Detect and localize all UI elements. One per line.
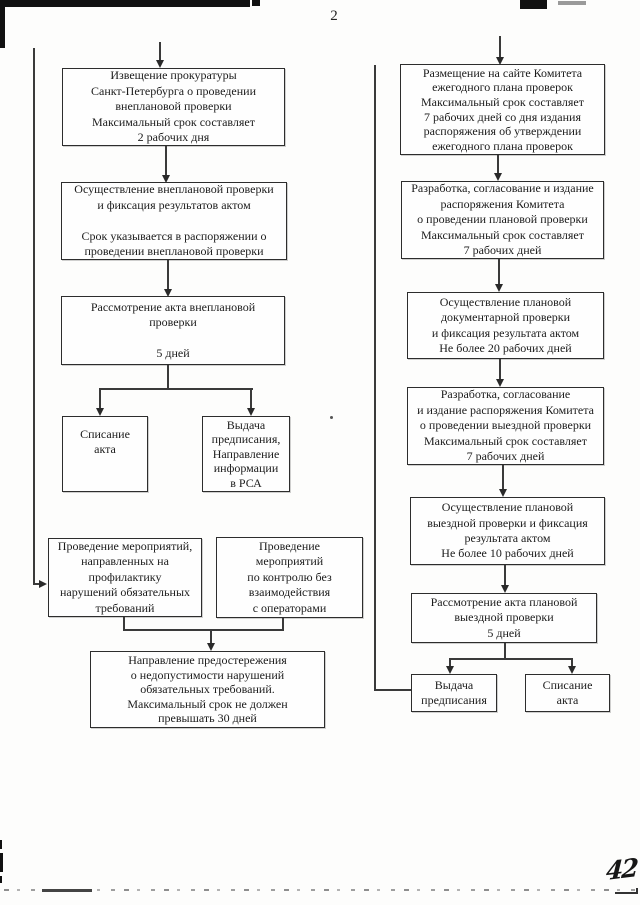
box-text: Списание акта xyxy=(80,427,130,457)
box-text: Разработка, согласование и издание распо… xyxy=(411,181,594,258)
box-text: Рассмотрение акта внеплановой проверки 5… xyxy=(90,299,256,360)
scan-mark-bl-2 xyxy=(0,853,3,872)
box-text: Осуществление плановой документарной про… xyxy=(431,294,580,355)
box-documentary-check: Осуществление плановой документарной про… xyxy=(407,292,604,359)
box-review-field-act: Рассмотрение акта плановой выездной пров… xyxy=(411,593,597,643)
connector-right-long xyxy=(374,65,376,691)
scan-mark-bl-3 xyxy=(0,876,2,883)
connector-r6-branch-stem xyxy=(504,643,506,660)
connector-left-entry xyxy=(159,42,161,60)
scan-mark-bottom-dark xyxy=(42,889,92,892)
connector-merge-stem xyxy=(210,629,212,644)
scan-edge-top-4 xyxy=(558,1,586,5)
connector-r1-r2 xyxy=(497,155,499,174)
box-control-no-interaction: Проведение мероприятий по контролю без в… xyxy=(216,537,363,618)
connector-r4-r5 xyxy=(502,465,504,490)
scan-edge-left xyxy=(0,0,5,48)
connector-merge-bar xyxy=(123,629,284,631)
scan-mark-bl-1 xyxy=(0,840,2,849)
connector-right-long-elbow xyxy=(374,689,411,691)
connector-branch-l5 xyxy=(250,388,252,408)
connector-left-long-elbow xyxy=(33,583,41,585)
connector-l2-l3 xyxy=(167,260,169,289)
arrowhead-down-icon xyxy=(207,643,215,651)
box-unscheduled-check: Осуществление внеплановой проверки и фик… xyxy=(61,182,287,260)
box-preventive-measures: Проведение мероприятий, направленных на … xyxy=(48,538,202,617)
connector-branch-r8 xyxy=(571,658,573,667)
scan-mark-br-tick xyxy=(636,888,638,894)
box-issue-order-rsa: Выдача предписания, Направление информац… xyxy=(202,416,290,492)
scan-mark-br xyxy=(615,892,637,894)
box-text: Направление предостережения о недопустим… xyxy=(127,653,288,726)
arrowhead-down-icon xyxy=(96,408,104,416)
box-text: Списание акта xyxy=(542,677,593,707)
arrowhead-down-icon xyxy=(156,60,164,68)
scan-edge-bottom-dashes xyxy=(4,889,636,891)
box-text: Выдача предписания xyxy=(421,677,487,707)
connector-l1-l2 xyxy=(165,146,167,175)
box-publish-annual-plan: Размещение на сайте Комитета ежегодного … xyxy=(400,64,605,155)
connector-r2-r3 xyxy=(498,259,500,285)
box-field-check: Осуществление плановой выездной проверки… xyxy=(410,497,605,565)
connector-left-long xyxy=(33,48,35,585)
box-text: Проведение мероприятий по контролю без в… xyxy=(247,538,332,615)
connector-right-entry xyxy=(499,36,501,57)
arrowhead-down-icon xyxy=(496,379,504,387)
box-text: Разработка, согласование и издание распо… xyxy=(417,387,594,464)
scan-edge-top-3 xyxy=(520,0,547,9)
box-warning-notice: Направление предостережения о недопустим… xyxy=(90,651,325,728)
connector-l3-branch-stem xyxy=(167,365,169,389)
handwritten-page-mark: 42 xyxy=(605,852,638,887)
arrowhead-down-icon xyxy=(164,289,172,297)
connector-l3-branch-bar xyxy=(99,388,253,390)
box-text: Выдача предписания, Направление информац… xyxy=(211,417,281,490)
connector-l7-down xyxy=(282,618,284,631)
arrowhead-down-icon xyxy=(495,284,503,292)
arrowhead-down-icon xyxy=(499,489,507,497)
connector-branch-l4 xyxy=(99,388,101,408)
arrowhead-down-icon xyxy=(501,585,509,593)
arrowhead-down-icon xyxy=(247,408,255,416)
box-text: Размещение на сайте Комитета ежегодного … xyxy=(421,65,584,153)
connector-r6-branch-bar xyxy=(449,658,573,660)
arrowhead-right-icon xyxy=(39,580,47,588)
box-text: Извещение прокуратуры Санкт-Петербурга о… xyxy=(90,68,256,145)
scan-speck xyxy=(330,416,333,419)
box-text: Рассмотрение акта плановой выездной пров… xyxy=(430,594,578,640)
box-act-writeoff-left: Списание акта xyxy=(62,416,148,492)
box-text: Осуществление плановой выездной проверки… xyxy=(427,500,588,561)
box-issue-order-right: Выдача предписания xyxy=(411,674,497,712)
connector-r5-r6 xyxy=(504,565,506,586)
connector-branch-r7 xyxy=(449,658,451,667)
connector-r3-r4 xyxy=(499,359,501,380)
scan-edge-top-1 xyxy=(0,0,250,7)
page-number: 2 xyxy=(330,8,338,24)
arrowhead-down-icon xyxy=(568,666,576,674)
box-order-planned-check: Разработка, согласование и издание распо… xyxy=(401,181,604,259)
arrowhead-down-icon xyxy=(162,175,170,183)
box-notice-prosecutor: Извещение прокуратуры Санкт-Петербурга о… xyxy=(62,68,285,146)
arrowhead-down-icon xyxy=(446,666,454,674)
arrowhead-down-icon xyxy=(494,173,502,181)
scan-edge-top-2 xyxy=(252,0,260,6)
box-text: Осуществление внеплановой проверки и фик… xyxy=(74,182,274,259)
box-text: Проведение мероприятий, направленных на … xyxy=(57,538,193,615)
arrowhead-down-icon xyxy=(496,57,504,65)
box-review-unscheduled-act: Рассмотрение акта внеплановой проверки 5… xyxy=(61,296,285,365)
box-act-writeoff-right: Списание акта xyxy=(525,674,610,712)
connector-l6-down xyxy=(123,617,125,631)
box-order-field-check: Разработка, согласование и издание распо… xyxy=(407,387,604,465)
